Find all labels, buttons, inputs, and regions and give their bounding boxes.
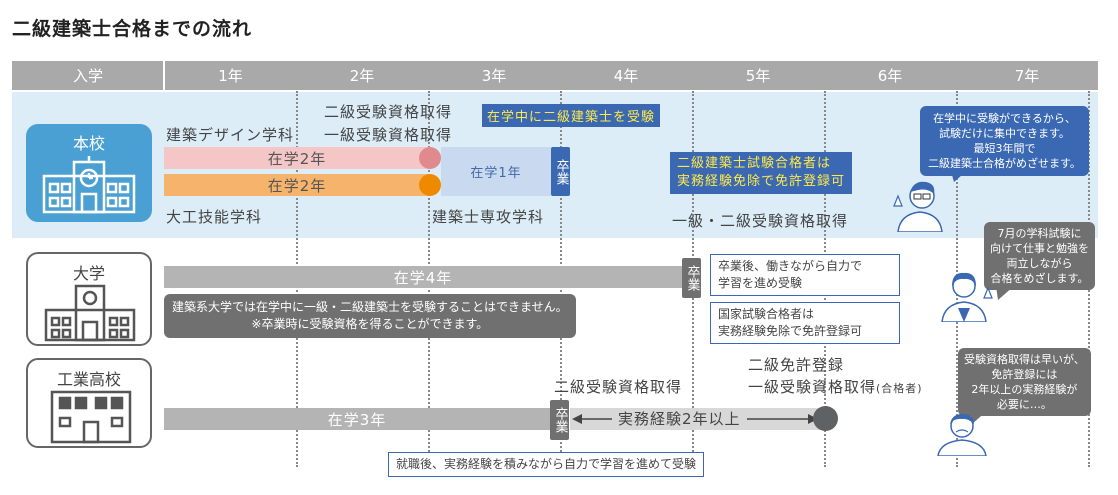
senkou-bar: 在学1年 — [441, 147, 551, 196]
header-col-year-5: 5年 — [692, 61, 824, 90]
honko-exam-line-2: 一級受験資格取得 — [324, 126, 453, 144]
kogyo-bar: 在学3年 — [164, 408, 550, 430]
university-building-icon — [44, 284, 136, 342]
kogyo-graduation-badge: 卒業 — [550, 400, 569, 440]
kogyo-experience-label: 実務経験2年以上 — [612, 408, 747, 429]
daiku-end-dot — [419, 174, 441, 196]
honko-label: 本校 — [72, 134, 105, 153]
kogyo-icon-box: 工業高校 — [26, 358, 152, 448]
header-col-year-6: 6年 — [824, 61, 956, 90]
page-title: 二級建築士合格までの流れ — [12, 18, 253, 40]
header-col-year-3: 3年 — [428, 61, 560, 90]
honko-icon-box: 本校 — [26, 124, 152, 222]
kogyo-license-line-2: 一級受験資格取得(合格者) — [748, 378, 923, 396]
header-col-year-4: 4年 — [560, 61, 692, 90]
honko-bubble-tail-icon — [950, 168, 970, 182]
header-col-year-1: 1年 — [165, 61, 296, 90]
kogyo-speech-bubble: 受験資格取得は早いが、 免許登録には 2年以上の実務経験が 必要に…。 — [958, 348, 1091, 416]
kogyo-license-line-1: 二級免許登録 — [748, 356, 845, 374]
header-separator — [163, 61, 165, 90]
header-col-year-2: 2年 — [296, 61, 428, 90]
teacher-person-icon — [893, 181, 943, 232]
daigaku-note: 建築系大学では在学中に一級・二級建築士を受験することはできません。 ※卒業時に受… — [164, 294, 576, 338]
daigaku-license-box: 国家試験合格者は 実務経験免除で免許登録可 — [710, 302, 900, 344]
honko-pass-callout: 二級建築士試験合格者は 実務経験免除で免許登録可 — [670, 152, 853, 194]
worker-man-icon — [937, 414, 987, 456]
daiku-bar: 在学2年 — [164, 174, 430, 196]
header-col-year-7: 7年 — [956, 61, 1098, 90]
design-bar: 在学2年 — [164, 147, 430, 169]
kogyo-exam-label: 二級受験資格取得 — [554, 378, 683, 396]
high-school-building-icon — [50, 390, 132, 444]
honko-after-label: 一級・二級受験資格取得 — [672, 212, 849, 230]
school-building-icon — [42, 156, 136, 214]
honko-speech-bubble: 在学中に受験ができるから、 試験だけに集中できます。 最短3年間で 二級建築士合… — [920, 106, 1089, 176]
design-end-dot — [419, 147, 441, 169]
kogyo-bubble-tail-icon — [970, 410, 988, 424]
header-col-entry: 入学 — [12, 61, 164, 90]
kogyo-license-dot — [813, 406, 838, 431]
worker-woman-icon — [941, 272, 993, 322]
course-design-label: 建築デザイン学科 — [166, 126, 295, 144]
daigaku-bar: 在学4年 — [164, 266, 682, 288]
course-daiku-label: 大工技能学科 — [166, 208, 263, 226]
honko-exam-line-1: 二級受験資格取得 — [324, 103, 453, 121]
daigaku-bubble-tail-icon — [996, 286, 1014, 300]
kogyo-work-study-box: 就職後、実務経験を積みながら自力で学習を進めて受験 — [388, 452, 705, 477]
course-senkou-label: 建築士専攻学科 — [432, 208, 545, 226]
daigaku-graduation-badge: 卒業 — [682, 258, 701, 298]
honko-exam-callout: 在学中に二級建築士を受験 — [482, 104, 661, 127]
daigaku-work-study-box: 卒業後、働きながら自力で 学習を進め受験 — [710, 254, 900, 296]
daigaku-icon-box: 大学 — [26, 252, 152, 346]
kogyo-label: 工業高校 — [56, 370, 121, 389]
daigaku-speech-bubble: 7月の学科試験に 向けて仕事と勉強を 両立しながら 合格をめざします。 — [984, 222, 1095, 290]
daigaku-label: 大学 — [72, 264, 105, 283]
honko-graduation-badge: 卒業 — [551, 147, 570, 196]
